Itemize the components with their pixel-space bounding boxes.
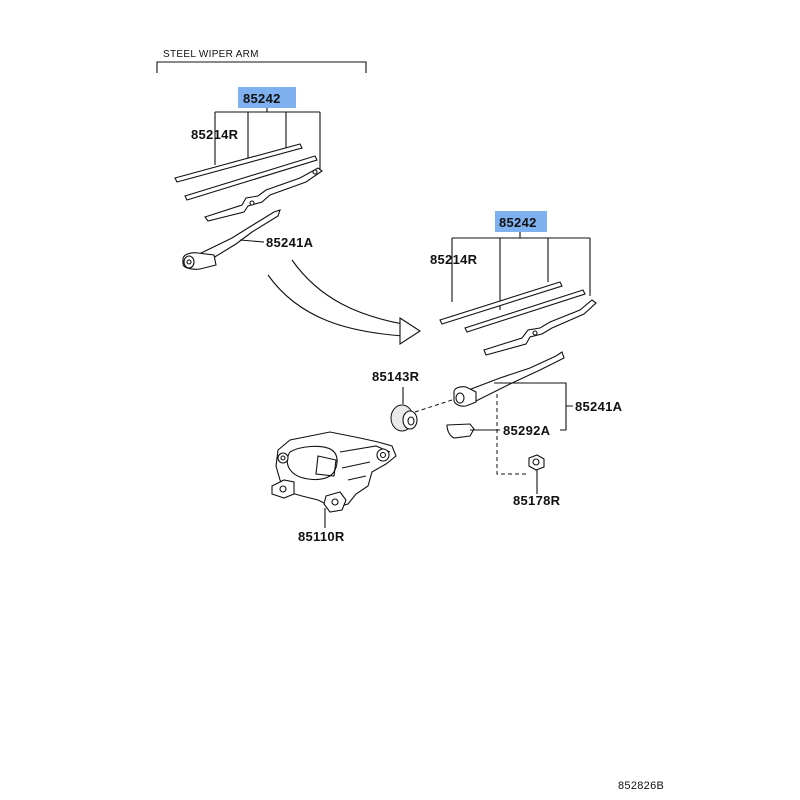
arrow-head	[399, 316, 422, 346]
blade-pivot	[532, 330, 538, 336]
blade-pivot	[249, 200, 255, 206]
pivot-cap-group: 85143R	[372, 369, 420, 432]
wiper-blade-frame	[204, 167, 323, 222]
leader-85242-lower	[451, 232, 591, 310]
section-bracket	[156, 61, 367, 73]
wiper-refill-rubber	[174, 143, 303, 183]
part-highlight	[238, 87, 296, 108]
wiper-arm-body	[456, 351, 565, 405]
lower-blade-assembly: 85242 85214R	[430, 211, 597, 356]
motor-bracket-bottom-hole	[331, 498, 339, 506]
arm-head-bore	[183, 255, 195, 269]
arrow-curve-inner	[291, 259, 404, 325]
nut-group: 85178R	[513, 454, 561, 508]
wiper-blade-frame	[483, 299, 597, 356]
wiper-refill-strip	[184, 155, 318, 201]
wiper-refill-rubber	[439, 281, 563, 325]
callout-85241a-upper[interactable]: 85241A	[266, 235, 314, 250]
callout-85178r[interactable]: 85178R	[513, 493, 561, 508]
motor-gear-plate	[315, 455, 337, 477]
motor-bracket-left	[271, 479, 295, 499]
arrow-curve-outer	[267, 274, 404, 337]
blade-end-clip	[312, 169, 318, 175]
upper-wiper-arm: 85241A	[182, 209, 314, 270]
arm-head-bore-inner	[186, 259, 192, 265]
motor-bracket-left-hole	[279, 485, 287, 493]
steel-wiper-arm-section-header: STEEL WIPER ARM	[156, 49, 367, 73]
callout-85292a[interactable]: 85292A	[503, 423, 551, 438]
motor-mount-right-hole	[379, 451, 387, 459]
motor-mount-left	[277, 452, 289, 464]
nut-thread	[532, 458, 540, 466]
motor-bracket-bottom	[323, 491, 347, 513]
callout-85214r-lower[interactable]: 85214R	[430, 252, 478, 267]
arm-head-cap	[446, 423, 475, 439]
motor-mount-right	[376, 448, 390, 462]
callout-85110r[interactable]: 85110R	[298, 529, 345, 544]
nut	[528, 454, 545, 471]
assembly-line-cap	[414, 399, 453, 413]
leader-85242-upper	[214, 108, 321, 170]
assembly-line-nut	[496, 394, 526, 475]
lower-wiper-arm: 85241A 85292A	[414, 351, 623, 475]
pivot-cap-face	[402, 410, 418, 430]
callout-85241a-lower[interactable]: 85241A	[575, 399, 623, 414]
steel-wiper-arm-title: STEEL WIPER ARM	[163, 49, 259, 60]
pivot-cap-center	[407, 416, 415, 426]
callout-85143r[interactable]: 85143R	[372, 369, 420, 384]
wiper-arm-body	[194, 209, 281, 267]
callout-85242-lower[interactable]: 85242	[499, 215, 537, 230]
transition-arrow	[267, 259, 422, 346]
callout-85214r-upper[interactable]: 85214R	[191, 127, 239, 142]
callout-85242-upper[interactable]: 85242	[243, 91, 281, 106]
diagram-code: 852826B	[618, 780, 664, 792]
leader-85241a-upper	[239, 239, 265, 243]
motor-mount-left-hole	[280, 455, 286, 461]
upper-blade-assembly: 85242 85214R	[174, 87, 323, 222]
arm-head-bore	[455, 392, 465, 404]
wiper-motor-assembly: 85110R	[271, 431, 397, 544]
part-highlight	[495, 211, 547, 232]
wiper-refill-strip	[464, 289, 586, 333]
leader-85241a-lower	[494, 382, 573, 431]
